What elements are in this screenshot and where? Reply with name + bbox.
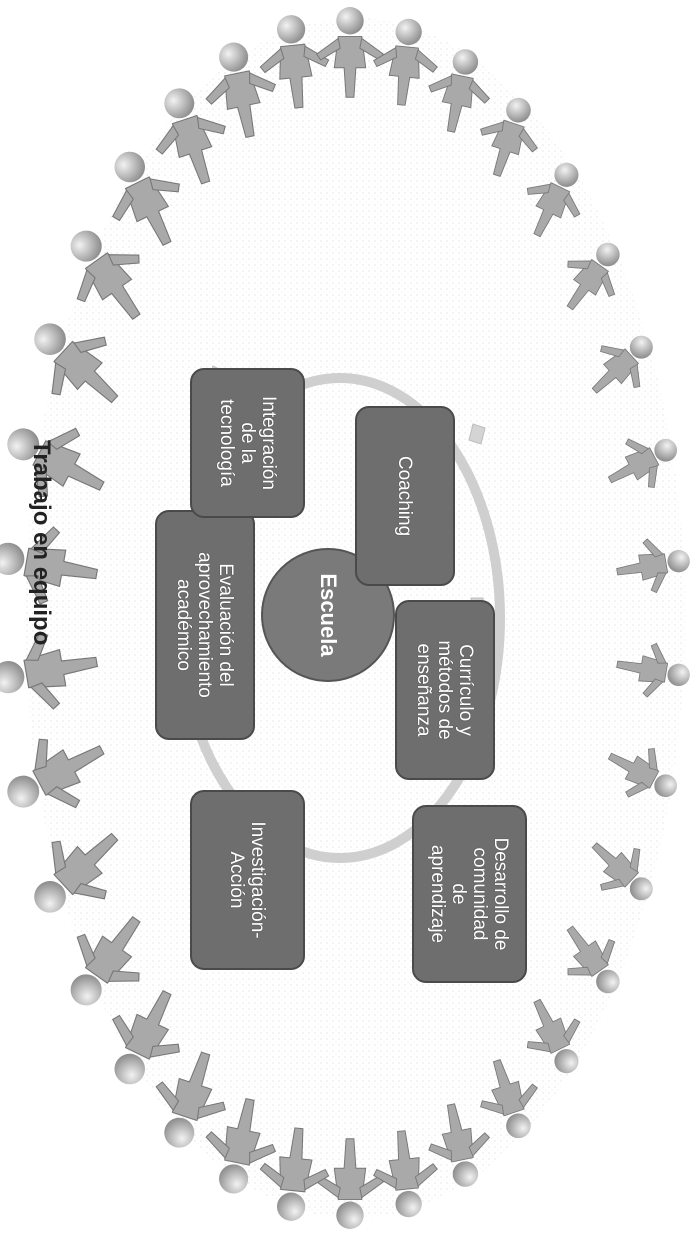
node-label: Integración de la tecnología: [216, 396, 279, 490]
node-label: Currículo y métodos de enseñanza: [414, 640, 477, 739]
node-label: Desarrollo de comunidad de aprendizaje: [428, 838, 512, 951]
node-investigacion: Investigación- Acción: [190, 790, 305, 970]
node-label: Coaching: [395, 456, 416, 536]
node-comunidad: Desarrollo de comunidad de aprendizaje: [412, 805, 527, 983]
node-label: Evaluación del aprovechamiento académico: [174, 552, 237, 698]
center-label: Escuela: [315, 573, 341, 656]
node-tecnologia: Integración de la tecnología: [190, 368, 305, 518]
node-curriculo: Currículo y métodos de enseñanza: [395, 600, 495, 780]
node-coaching: Coaching: [355, 406, 455, 586]
node-label: Investigación- Acción: [227, 821, 269, 938]
node-evaluacion: Evaluación del aprovechamiento académico: [155, 510, 255, 740]
figure-caption: Trabajo en equipo: [27, 440, 55, 645]
